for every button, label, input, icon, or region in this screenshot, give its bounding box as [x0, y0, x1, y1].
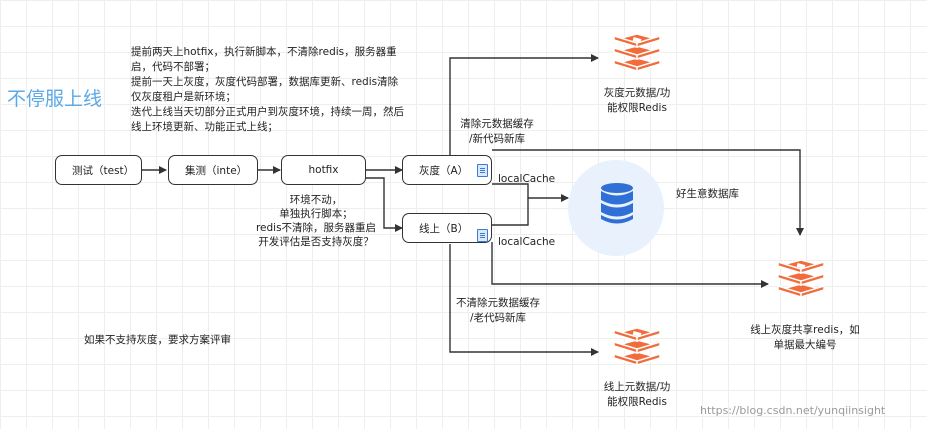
- edge-label-old-code: /老代码新库: [469, 312, 527, 324]
- plan-line-3: 提前一天上灰度，灰度代码部署，数据库更新、redis清除: [131, 76, 399, 88]
- shared-redis-label-2: 单据最大编号: [773, 339, 837, 351]
- plan-line-1: 提前两天上hotfix，执行新脚本，不清除redis，服务器重: [131, 46, 397, 58]
- plan-line-2: 启，代码不部署；: [131, 61, 215, 73]
- watermark: https://blog.csdn.net/yunqiinsight: [700, 404, 886, 417]
- redis-stack-icon: [776, 259, 826, 298]
- document-icon: [477, 229, 488, 242]
- database-cylinder-icon: [601, 183, 633, 224]
- edge-gray-shared-redis: [492, 149, 804, 236]
- hotfix-note-2: 单独执行脚本；: [279, 208, 353, 220]
- online-redis-label-1: 线上元数据/功: [603, 381, 671, 393]
- stage-hotfix[interactable]: hotfix: [281, 155, 366, 185]
- gray-redis-label-2: 能权限Redis: [607, 102, 667, 114]
- edge-label-local-cache-a: localCache: [498, 173, 556, 185]
- stage-online-label: 线上（B）: [419, 222, 469, 235]
- edge-hotfix-online: [366, 177, 403, 232]
- plan-line-4: 仅灰度租户是新环境；: [131, 91, 236, 103]
- edge-label-local-cache-b: localCache: [498, 236, 556, 248]
- plan-line-5: 迭代上线当天切部分正式用户到灰度环境，持续一周，然后: [131, 106, 404, 118]
- stage-test[interactable]: 测试（test）: [55, 155, 142, 185]
- edge-online-online-redis: [449, 244, 599, 356]
- redis-stack-icon: [612, 327, 662, 366]
- stage-inte[interactable]: 集测（inte）: [168, 155, 258, 185]
- redis-stack-icon: [612, 33, 662, 72]
- edge-gray-gray-redis: [449, 54, 599, 155]
- edge-online-shared-redis: [491, 242, 769, 288]
- edge-online-database: [492, 198, 529, 226]
- no-gray-note: 如果不支持灰度，要求方案评审: [84, 334, 231, 346]
- hotfix-note-1: 环境不动，: [289, 194, 343, 206]
- hotfix-note-4: 开发评估是否支持灰度？: [258, 236, 374, 248]
- gray-redis-label-1: 灰度元数据/功: [603, 87, 671, 99]
- document-icon: [477, 164, 488, 177]
- hotfix-note-3: redis不清除，服务器重启: [255, 222, 377, 234]
- stage-gray-label: 灰度（A）: [419, 164, 469, 177]
- edge-gray-database: [492, 183, 569, 202]
- database-label: 好生意数据库: [676, 188, 739, 200]
- edge-label-new-code: /新代码新库: [468, 133, 526, 145]
- plan-line-6: 线上环境更新、功能正式上线；: [131, 121, 278, 133]
- shared-redis-label-1: 线上灰度共享redis，如: [750, 324, 860, 336]
- edge-label-keep-cache: 不清除元数据缓存: [456, 297, 540, 309]
- online-redis-label-2: 能权限Redis: [607, 396, 667, 408]
- page-title: 不停服上线: [7, 88, 103, 110]
- edge-label-clear-cache: 清除元数据缓存: [460, 118, 534, 130]
